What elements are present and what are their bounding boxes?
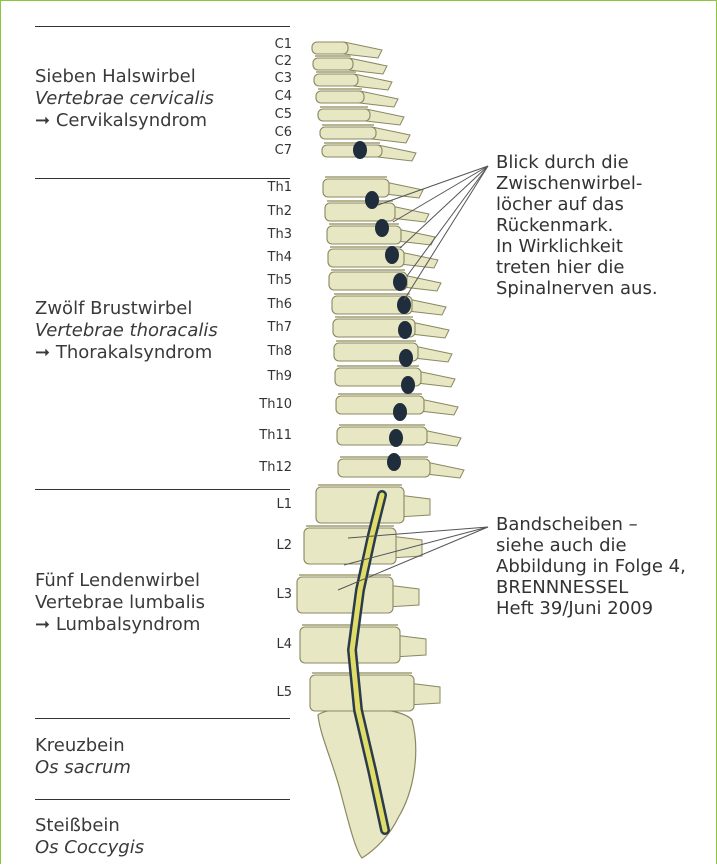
discs-line: BRENNNESSEL xyxy=(496,577,686,598)
intervertebral-foramen xyxy=(387,453,401,471)
vertebral-body xyxy=(313,58,353,70)
vertebral-body xyxy=(320,127,376,139)
spinous-process xyxy=(420,399,458,415)
discs-line: Heft 39/Juni 2009 xyxy=(496,598,686,619)
foramina-line: In Wirklichkeit xyxy=(496,236,658,257)
vertebral-body xyxy=(337,427,427,445)
vertebral-body xyxy=(297,577,393,613)
vertebral-body xyxy=(322,145,382,157)
intervertebral-foramen xyxy=(393,403,407,421)
spinous-process xyxy=(403,275,441,291)
spinous-process xyxy=(408,299,446,315)
spinous-process xyxy=(354,74,392,90)
spinous-process xyxy=(366,109,404,125)
vertebral-body xyxy=(318,109,370,121)
intervertebral-foramen xyxy=(385,246,399,264)
vertebral-body xyxy=(336,396,424,414)
foramina-line: Spinalnerven aus. xyxy=(496,278,658,299)
discs-annotation: Bandscheiben – siehe auch die Abbildung … xyxy=(496,514,686,619)
vertebral-body xyxy=(316,487,404,523)
vertebral-body xyxy=(312,42,348,54)
intervertebral-foramen xyxy=(353,141,367,159)
intervertebral-foramen xyxy=(389,429,403,447)
vertebral-body xyxy=(338,459,430,477)
foramina-line: löcher auf das xyxy=(496,194,658,215)
spinous-process xyxy=(414,346,452,362)
spinous-process xyxy=(426,462,464,478)
vertebral-body xyxy=(304,528,396,564)
spinous-process xyxy=(397,229,435,245)
discs-line: siehe auch die xyxy=(496,535,686,556)
spinous-process xyxy=(411,322,449,338)
foramina-line: Rückenmark. xyxy=(496,215,658,236)
intervertebral-foramen xyxy=(399,349,413,367)
foramina-line: Zwischenwirbel- xyxy=(496,173,658,194)
spinous-process xyxy=(378,145,416,161)
spinous-process xyxy=(372,127,410,143)
foramina-line: Blick durch die xyxy=(496,152,658,173)
intervertebral-foramen xyxy=(375,219,389,237)
vertebral-body xyxy=(327,226,401,244)
vertebral-body xyxy=(314,74,358,86)
spinous-process xyxy=(423,430,461,446)
discs-line: Abbildung in Folge 4, xyxy=(496,556,686,577)
intervertebral-foramen xyxy=(365,191,379,209)
spinous-process xyxy=(360,91,398,107)
spinous-process xyxy=(417,371,455,387)
vertebral-body xyxy=(316,91,364,103)
discs-line: Bandscheiben – xyxy=(496,514,686,535)
intervertebral-foramen xyxy=(398,321,412,339)
intervertebral-foramen xyxy=(401,376,415,394)
intervertebral-foramen xyxy=(397,296,411,314)
foramina-line: treten hier die xyxy=(496,257,658,278)
foramina-annotation: Blick durch die Zwischenwirbel- löcher a… xyxy=(496,152,658,299)
vertebral-body xyxy=(323,179,389,197)
vertebral-body xyxy=(325,203,395,221)
intervertebral-foramen xyxy=(393,273,407,291)
